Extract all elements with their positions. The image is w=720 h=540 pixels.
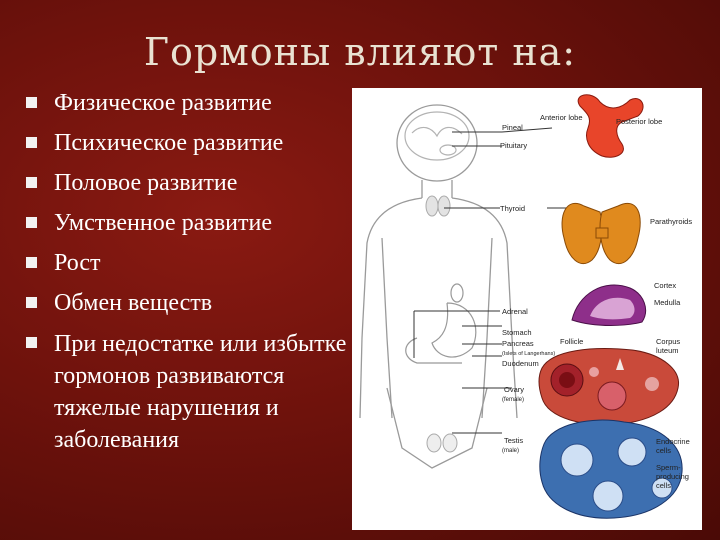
label-testis-sub: (male)	[502, 448, 519, 454]
label-pituitary: Pituitary	[500, 141, 527, 150]
square-bullet-icon	[26, 337, 37, 348]
label-cortex: Cortex	[654, 281, 676, 290]
testis-tissue-icon	[539, 419, 683, 519]
label-medulla: Medulla	[654, 298, 681, 307]
endocrine-diagram: Anterior lobe Posterior lobe Pineal Pitu…	[352, 88, 702, 530]
leader-lines	[413, 127, 567, 434]
human-body-outline	[359, 104, 518, 469]
label-stomach: Stomach	[502, 328, 532, 337]
label-islets: (Islets of Langerhans)	[502, 351, 555, 357]
label-duodenum: Duodenum	[502, 359, 539, 368]
bullet-item: Обмен веществ	[24, 288, 354, 318]
bullet-item: При недостатке или избытке гормонов разв…	[24, 328, 354, 456]
body-testis-icon	[426, 433, 458, 453]
bullet-text: Умственное развитие	[54, 210, 272, 236]
adrenal-icon	[571, 284, 646, 326]
body-thyroid-icon	[425, 195, 451, 217]
bullet-text: Половое развитие	[54, 170, 238, 196]
bullet-item: Умственное развитие	[24, 208, 354, 238]
label-testis: Testis	[504, 436, 523, 445]
label-producing: producing	[656, 472, 689, 481]
label-anterior-lobe: Anterior lobe	[540, 113, 583, 122]
bullet-item: Физическое развитие	[24, 88, 354, 118]
ovary-icon	[538, 348, 679, 426]
pituitary-icon	[577, 94, 644, 158]
bullet-text: Рост	[54, 250, 101, 276]
label-ovary: Ovary	[504, 385, 524, 394]
slide-title: Гормоны влияют на:	[143, 30, 577, 74]
bullet-item: Рост	[24, 248, 354, 278]
label-thyroid: Thyroid	[500, 204, 525, 213]
square-bullet-icon	[26, 97, 37, 108]
label-follicle: Follicle	[560, 337, 583, 346]
square-bullet-icon	[26, 137, 37, 148]
label-sperm: Sperm-	[656, 463, 681, 472]
bullet-item: Половое развитие	[24, 168, 354, 198]
bullet-text: Психическое развитие	[54, 130, 284, 156]
body-stomach-icon	[405, 283, 477, 364]
label-corpus: Corpus	[656, 337, 680, 346]
bullet-text: Физическое развитие	[54, 90, 272, 116]
label-ovary-sub: (female)	[502, 397, 524, 403]
label-sperm-cells: cells	[656, 481, 671, 490]
label-posterior-lobe: Posterior lobe	[616, 117, 662, 126]
square-bullet-icon	[26, 297, 37, 308]
square-bullet-icon	[26, 217, 37, 228]
label-adrenal: Adrenal	[502, 307, 528, 316]
thyroid-icon	[561, 202, 641, 265]
bullet-text: При недостатке или избытке гормонов разв…	[54, 331, 347, 453]
bullet-text: Обмен веществ	[54, 290, 213, 316]
brain-icon	[404, 111, 470, 161]
bullet-item: Психическое развитие	[24, 128, 354, 158]
label-endocrine: Endocrine	[656, 437, 690, 446]
label-pineal: Pineal	[502, 123, 523, 132]
square-bullet-icon	[26, 257, 37, 268]
label-parathyroids: Parathyroids	[650, 217, 692, 226]
label-pancreas: Pancreas	[502, 339, 534, 348]
bullet-list: Физическое развитие Психическое развитие…	[24, 88, 354, 466]
endocrine-diagram-svg: Anterior lobe Posterior lobe Pineal Pitu…	[359, 94, 692, 519]
square-bullet-icon	[26, 177, 37, 188]
label-endocrine-cells: cells	[656, 446, 671, 455]
label-luteum: luteum	[656, 346, 679, 355]
